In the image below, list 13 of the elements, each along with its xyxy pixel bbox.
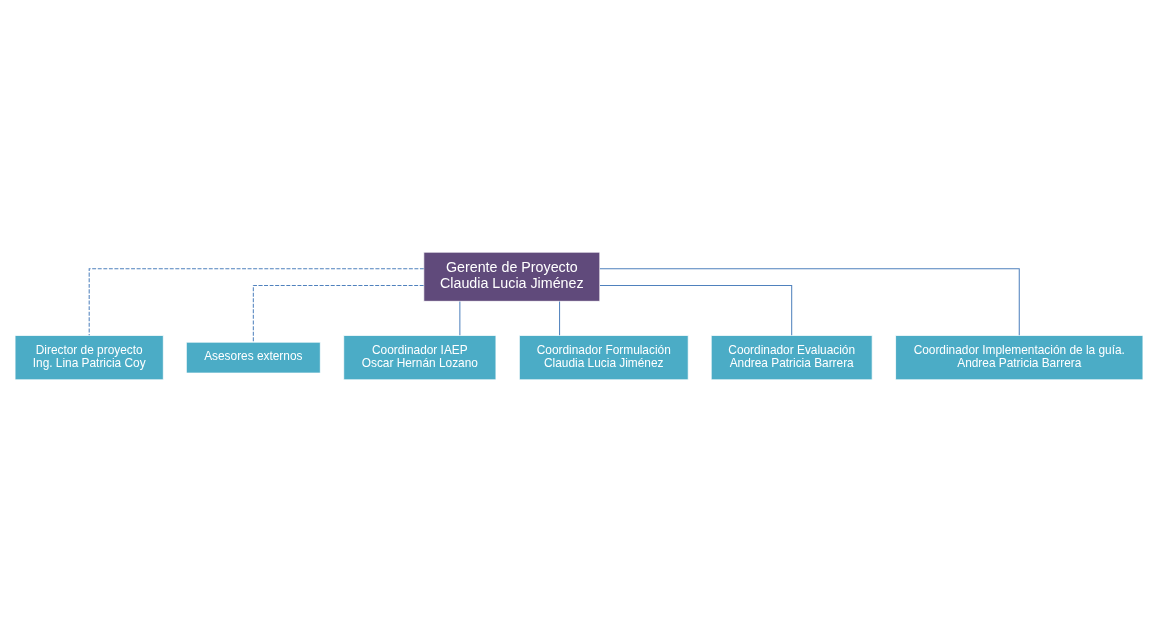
connector — [88, 267, 425, 336]
node-box: Coordinador Implementación de la guía. Andrea Patricia Barrera — [895, 334, 1144, 380]
node-box: Gerente de Proyecto Claudia Lucia Jiménez — [423, 251, 601, 302]
node-box: Director de proyecto Ing. Lina Patricia Coy — [14, 334, 164, 380]
connector — [559, 300, 561, 336]
node-box: Coordinador IAEP Oscar Hernán Lozano — [343, 334, 497, 380]
node-box: Coordinador Formulación Claudia Lucia Jiménez — [518, 334, 689, 380]
connector — [252, 284, 425, 342]
connector — [599, 284, 793, 336]
node-box: Asesores externos — [185, 341, 321, 373]
connector — [599, 267, 1020, 336]
node-box: Coordinador Evaluación Andrea Patricia Barrera — [710, 334, 873, 380]
connector — [459, 300, 461, 336]
